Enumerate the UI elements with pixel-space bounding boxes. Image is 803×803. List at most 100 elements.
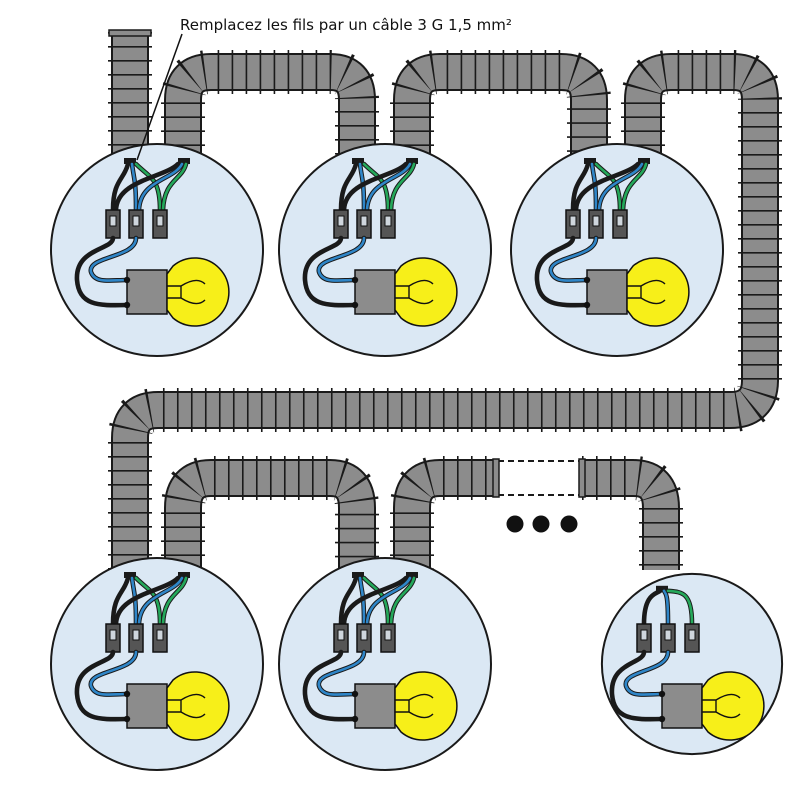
lamp-socket	[354, 269, 396, 315]
terminal-block	[105, 209, 121, 239]
terminal-block	[588, 209, 604, 239]
cable-gland	[178, 158, 190, 164]
wire-earth-in	[362, 162, 390, 212]
cable-gland	[656, 585, 668, 592]
terminal-block	[380, 209, 396, 239]
light-bulb	[166, 671, 230, 741]
wire-lamp-neutral	[89, 236, 138, 282]
filament	[627, 279, 666, 305]
wire-phase-out	[114, 576, 180, 626]
terminal-block	[152, 209, 168, 239]
wire-earth-in	[134, 576, 162, 626]
socket-terminal	[583, 301, 591, 309]
filament	[167, 279, 206, 305]
wire-phase-in	[571, 162, 590, 212]
socket-terminal	[351, 690, 359, 698]
junction-box-3	[510, 143, 724, 357]
filament	[702, 693, 741, 719]
lamp-socket	[586, 269, 628, 315]
wire-lamp-neutral	[317, 236, 366, 282]
wire-earth-in	[362, 576, 390, 626]
junction-box-5	[278, 557, 492, 771]
filament	[167, 693, 206, 719]
wire-phase-in	[111, 162, 130, 212]
annotation-text: Remplacez les fils par un câble 3 G 1,5 …	[180, 16, 512, 34]
cable-gland	[352, 158, 364, 164]
wire-lamp-phase	[303, 236, 357, 307]
lamp-socket	[661, 683, 703, 729]
wire-neutral-out	[365, 576, 412, 626]
lamp-socket	[354, 683, 396, 729]
socket-terminal	[123, 276, 131, 284]
socket-terminal	[658, 715, 666, 723]
cable-gland	[638, 158, 650, 164]
light-bulb	[394, 671, 458, 741]
filament	[395, 279, 434, 305]
cable-gland	[178, 572, 190, 578]
terminal-block	[636, 623, 652, 653]
wire-lamp-phase	[75, 236, 129, 307]
wire-lamp-neutral	[89, 650, 138, 696]
terminal-block	[612, 209, 628, 239]
wire-phase-out	[574, 162, 640, 212]
cable-gland	[584, 158, 596, 164]
socket-terminal	[351, 715, 359, 723]
dashed-gap	[492, 458, 586, 498]
terminal-block	[356, 623, 372, 653]
wire-lamp-phase	[610, 650, 664, 721]
wire-earth-out	[389, 576, 416, 626]
light-bulb	[394, 257, 458, 327]
annotation-pointer	[136, 33, 183, 161]
wire-phase-out	[342, 576, 408, 626]
wire-lamp-neutral	[549, 236, 598, 282]
terminal-block	[105, 623, 121, 653]
terminal-block	[128, 623, 144, 653]
wire-phase-in	[111, 576, 130, 626]
junction-box-4	[50, 557, 264, 771]
wire-earth-in	[594, 162, 622, 212]
cable-gland	[406, 158, 418, 164]
socket-terminal	[123, 301, 131, 309]
dot	[506, 515, 524, 533]
terminal-block	[660, 623, 676, 653]
socket-terminal	[583, 276, 591, 284]
filament	[395, 693, 434, 719]
terminal-block	[333, 209, 349, 239]
terminal-block	[380, 623, 396, 653]
wire-neutral-in	[358, 576, 366, 626]
light-bulb	[626, 257, 690, 327]
junction-box-2	[278, 143, 492, 357]
wire-lamp-phase	[75, 650, 129, 721]
conduit-2-3	[390, 50, 611, 160]
wire-neutral-out	[137, 576, 184, 626]
wire-neutral-in	[662, 589, 670, 626]
conduit-3-4	[108, 50, 782, 570]
cable-gland	[352, 572, 364, 578]
lamp-socket	[126, 683, 168, 729]
wire-lamp-phase	[535, 236, 589, 307]
terminal-block	[333, 623, 349, 653]
lamp-socket	[126, 269, 168, 315]
wire-lamp-phase	[303, 650, 357, 721]
wire-earth-out	[389, 162, 416, 212]
terminal-block	[356, 209, 372, 239]
conduit-open-end	[108, 29, 152, 37]
light-bulb	[166, 257, 230, 327]
cable-gland	[406, 572, 418, 578]
wire-earth-in	[666, 589, 694, 626]
conduit-layer	[108, 32, 782, 570]
cable-gland	[124, 158, 136, 164]
wire-phase-in	[339, 162, 358, 212]
terminal-block	[684, 623, 700, 653]
continuation-dots	[506, 515, 578, 533]
socket-terminal	[351, 301, 359, 309]
wire-phase-out	[342, 162, 408, 212]
wire-neutral-out	[365, 162, 412, 212]
conduit-5-out	[390, 456, 496, 570]
conduit-1-2	[161, 50, 379, 160]
wire-lamp-neutral	[317, 650, 366, 696]
wire-phase-in	[339, 576, 358, 626]
dot	[560, 515, 578, 533]
wire-neutral-in	[358, 162, 366, 212]
